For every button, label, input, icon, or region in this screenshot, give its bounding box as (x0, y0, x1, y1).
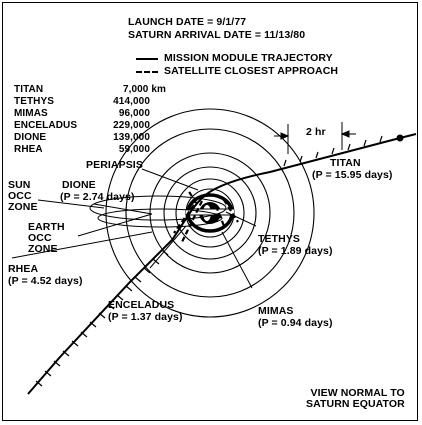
legend-trajectory-label: MISSION MODULE TRAJECTORY (164, 52, 333, 64)
distance-value: 139,000 (113, 132, 150, 143)
two-hour-dimension (274, 122, 356, 154)
rhea-period: (P = 4.52 days) (8, 275, 83, 287)
trajectory-line (27, 133, 417, 395)
earth-occ-zone-shape (97, 208, 223, 228)
launch-date: LAUNCH DATE = 9/1/77 (128, 16, 247, 28)
distance-value: 414,000 (113, 96, 150, 107)
legend-dashed-line (136, 70, 158, 73)
orbit-ring-2 (175, 178, 245, 248)
distance-name: ENCELADUS (14, 120, 78, 131)
view-note: VIEW NORMAL TO SATURN EQUATOR (306, 387, 405, 410)
distance-value: 59,000 (118, 144, 150, 155)
diagram-frame (2, 2, 418, 421)
dione-period: (P = 2.74 days) (60, 191, 135, 203)
arrival-date: SATURN ARRIVAL DATE = 11/13/80 (128, 29, 306, 41)
legend-closest: SATELLITE CLOSEST APPROACH (136, 66, 338, 77)
distance-name: MIMAS (14, 108, 48, 119)
distance-value: 96,000 (118, 108, 150, 119)
two-hour-label: 2 hr (306, 126, 326, 138)
legend-trajectory: MISSION MODULE TRAJECTORY (136, 53, 333, 64)
distance-row: RHEA 59,000 (14, 144, 166, 156)
orbit-ring-3 (163, 166, 257, 260)
closest-approach-dashes (173, 189, 239, 243)
dione-label: DIONE (62, 179, 96, 191)
distance-name: DIONE (14, 132, 47, 143)
mimas-period: (P = 0.94 days) (258, 317, 333, 329)
earth-occ-zone-label: EARTH OCC ZONE (28, 221, 65, 255)
titan-period: (P = 15.95 days) (312, 169, 393, 181)
distance-row: ENCELADUS 229,000 (14, 120, 166, 132)
tethys-label: TETHYS (258, 233, 301, 245)
tethys-period: (P = 1.89 days) (258, 245, 333, 257)
titan-label: TITAN (330, 157, 361, 169)
orbit-ring-6 (105, 108, 315, 318)
distance-value: 7,000 km (122, 84, 166, 95)
distance-table: TITAN 7,000 km TETHYS 414,000 MIMAS 96,0… (14, 84, 166, 156)
legend-solid-line (136, 57, 158, 60)
legend-closest-label: SATELLITE CLOSEST APPROACH (164, 65, 339, 77)
distance-row: TETHYS 414,000 (14, 96, 166, 108)
mimas-label: MIMAS (258, 305, 294, 317)
enceladus-label: ENCELADUS (108, 299, 175, 311)
periapsis-label: PERIAPSIS (86, 159, 143, 171)
sun-occ-zone-shape (89, 195, 227, 221)
orbit-ring-5 (125, 128, 295, 298)
distance-name: TETHYS (14, 96, 55, 107)
rhea-label: RHEA (8, 263, 39, 275)
distance-name: TITAN (14, 84, 44, 95)
distance-value: 229,000 (113, 120, 150, 131)
trajectory-tick-marks (35, 135, 383, 387)
orbit-ring-4 (149, 152, 271, 274)
leader-lines (11, 168, 257, 289)
distance-name: RHEA (14, 144, 43, 155)
distance-row: TITAN 7,000 km (14, 84, 166, 96)
distance-row: DIONE 139,000 (14, 132, 166, 144)
distance-row: MIMAS 96,000 (14, 108, 166, 120)
enceladus-period: (P = 1.37 days) (108, 311, 183, 323)
sun-occ-zone-label: SUN OCC ZONE (8, 179, 38, 213)
titan-closest-point (396, 134, 404, 142)
